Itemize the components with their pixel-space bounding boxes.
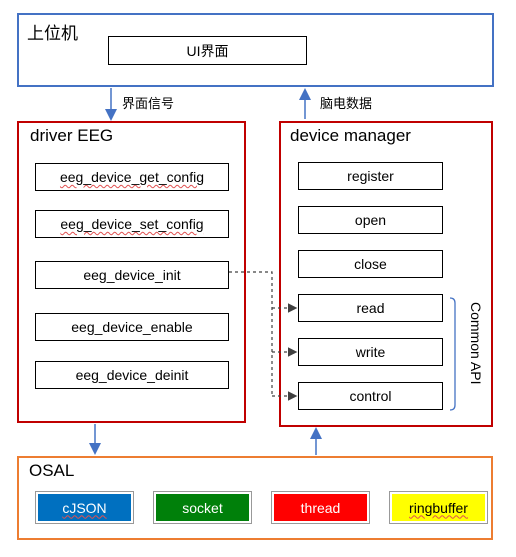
common-api-bracket bbox=[449, 297, 456, 411]
driver-eeg-title: driver EEG bbox=[30, 126, 114, 145]
osal-module-label: socket bbox=[182, 499, 223, 516]
driver-item-label: eeg_device_init bbox=[83, 267, 181, 283]
osal-module-ringbuffer: ringbuffer bbox=[389, 491, 488, 524]
driver-item-label: eeg_device_get_config bbox=[59, 169, 204, 185]
osal-module-socket: socket bbox=[153, 491, 252, 524]
host-frame bbox=[17, 13, 494, 87]
manager-item-open: open bbox=[298, 206, 443, 234]
driver-item-label: eeg_device_deinit bbox=[75, 367, 189, 383]
manager-item-register: register bbox=[298, 162, 443, 190]
device-manager-frame bbox=[279, 121, 493, 427]
eeg-data-label: 脑电数据 bbox=[320, 96, 373, 111]
host-title: 上位机 bbox=[27, 24, 78, 43]
driver-item-label: eeg_device_set_config bbox=[60, 216, 204, 232]
driver-eeg-frame bbox=[17, 121, 246, 423]
interface-signal-label: 界面信号 bbox=[122, 96, 175, 111]
driver-item-deinit: eeg_device_deinit bbox=[35, 361, 229, 389]
init-to-api-dashed-line bbox=[229, 271, 273, 396]
manager-item-read: read bbox=[298, 294, 443, 322]
ui-interface-box: UI界面 bbox=[108, 36, 307, 65]
osal-module-label: thread bbox=[300, 499, 341, 516]
driver-item-set-config: eeg_device_set_config bbox=[35, 210, 229, 238]
device-manager-title: device manager bbox=[290, 126, 411, 145]
osal-module-thread: thread bbox=[271, 491, 370, 524]
osal-module-cjson: cJSON bbox=[35, 491, 134, 524]
manager-item-control: control bbox=[298, 382, 443, 410]
osal-module-label: ringbuffer bbox=[409, 499, 468, 516]
driver-item-get-config: eeg_device_get_config bbox=[35, 163, 229, 191]
osal-title: OSAL bbox=[29, 461, 75, 480]
osal-module-label: cJSON bbox=[62, 499, 107, 516]
driver-item-init: eeg_device_init bbox=[35, 261, 229, 289]
driver-item-label: eeg_device_enable bbox=[71, 319, 193, 335]
osal-frame bbox=[17, 456, 493, 540]
common-api-label: Common API bbox=[468, 302, 484, 385]
manager-item-close: close bbox=[298, 250, 443, 278]
manager-item-write: write bbox=[298, 338, 443, 366]
driver-item-enable: eeg_device_enable bbox=[35, 313, 229, 341]
